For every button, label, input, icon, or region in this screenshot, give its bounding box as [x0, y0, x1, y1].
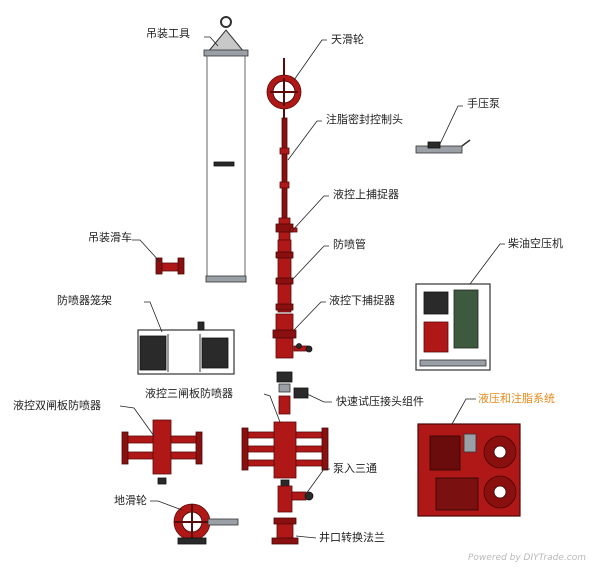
hydraulic-grease-unit	[417, 423, 521, 517]
label-dual-ram-bop: 液控双闸板防喷器	[13, 398, 101, 412]
lifting-tool	[203, 16, 249, 283]
quick-test-sub	[276, 371, 309, 415]
label-grease-head: 注脂密封控制头	[326, 112, 403, 126]
triple-ram-bop	[241, 421, 329, 487]
label-bop-cage: 防喷器笼架	[57, 293, 112, 307]
labels: 吊装工具 天滑轮 注脂密封控制头 手压泵 液控上捕捉器 吊装滑车 防喷管 柴油空…	[13, 27, 563, 544]
lower-catcher	[272, 313, 313, 359]
label-compressor: 柴油空压机	[508, 236, 563, 250]
label-wellhead-flange: 井口转换法兰	[319, 530, 385, 544]
crown-sheave	[266, 58, 302, 118]
label-triple-ram-bop: 液控三闸板防喷器	[145, 386, 233, 400]
lifting-trolley	[155, 257, 185, 275]
label-crown-sheave: 天滑轮	[331, 32, 364, 46]
label-hydraulic-system: 液压和注脂系统	[478, 391, 555, 405]
label-ground-sheave: 地滑轮	[114, 493, 147, 507]
bop-cage	[137, 321, 235, 375]
lubricator	[275, 239, 294, 313]
watermark: Powered by DIYTrade.com	[468, 553, 586, 563]
label-lower-catcher: 液控下捕捉器	[329, 293, 395, 307]
wellhead-flange	[271, 517, 299, 545]
label-lubricator: 防喷管	[333, 237, 366, 251]
diesel-compressor	[415, 283, 491, 371]
label-lifting-trolley: 吊装滑车	[88, 230, 132, 244]
ground-sheave	[173, 503, 239, 545]
label-lifting-tool: 吊装工具	[146, 27, 190, 40]
label-hand-pump: 手压泵	[467, 96, 500, 110]
label-upper-catcher: 液控上捕捉器	[333, 187, 399, 201]
leader-lines	[119, 36, 505, 539]
pump-in-tee	[277, 485, 314, 513]
dual-ram-bop	[121, 419, 203, 485]
grease-head	[279, 117, 290, 221]
hand-pump	[415, 139, 471, 154]
label-pump-in-tee: 泵入三通	[333, 462, 377, 475]
label-quick-test: 快速试压接头组件	[336, 394, 424, 408]
